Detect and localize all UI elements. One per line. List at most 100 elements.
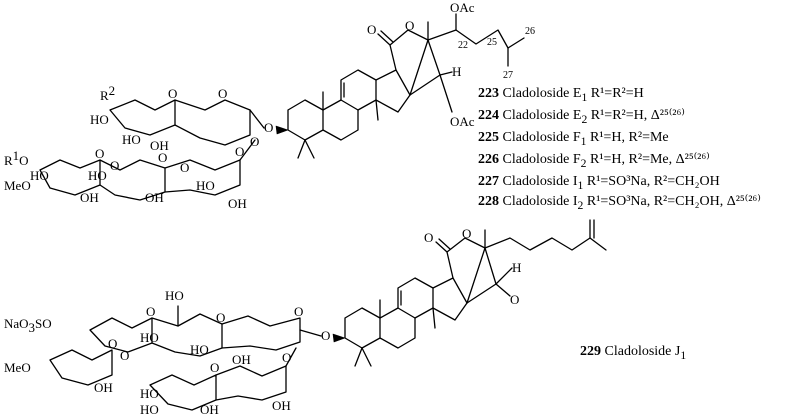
s1-o-glycoside-label: O — [264, 120, 273, 135]
s2-o-b-label: O — [216, 310, 225, 325]
s2-naso-label: NaO3SO — [4, 316, 52, 335]
s2-methyl-18 — [432, 307, 436, 329]
s2-gem-dimethyl-a — [354, 347, 363, 367]
s1-r2-label: R2 — [100, 83, 115, 103]
s1-h-label: H — [452, 64, 461, 79]
s1-sugar-2 — [174, 99, 251, 146]
s2-ring-d — [432, 277, 468, 321]
s2-sugar-6 — [215, 365, 287, 401]
s2-side-chain — [484, 237, 591, 251]
s1-oh4-label: OH — [228, 196, 247, 211]
s1-oac2-label: OAc — [450, 114, 475, 129]
s1-oac2-bond — [439, 74, 453, 113]
structure-2: O O H O O NaO3SO HO HO HO OH O O O MeO O… — [4, 219, 607, 417]
s2-o-keto-label: O — [510, 292, 519, 307]
s1-meo-label: MeO — [4, 178, 31, 193]
s1-o-b-label: O — [218, 86, 227, 101]
s2-sugar-2 — [151, 313, 223, 357]
s2-o-g-label: O — [120, 348, 129, 363]
s2-carbonyl-2 — [438, 238, 451, 250]
s2-terminal-methyl — [589, 237, 607, 251]
s1-gem-dimethyl-a — [297, 139, 306, 159]
compound-225: 225 Cladoloside F1 R¹=H, R²=Me — [478, 130, 669, 148]
s2-h-label: H — [512, 260, 521, 275]
s1-o-ring-label: O — [405, 18, 414, 33]
s1-c26-label: 26 — [525, 26, 535, 37]
compound-224: 224 Cladoloside E2 R¹=R²=H, Δ²⁵⁽²⁶⁾ — [478, 108, 685, 126]
s2-ring-a — [344, 307, 381, 349]
s2-sugar-1 — [89, 317, 153, 353]
s2-o-lactone-label: O — [424, 230, 433, 245]
s1-o-g-label: O — [235, 144, 244, 159]
s2-link-to-aglycone — [299, 329, 322, 337]
s1-o-h-label: O — [250, 134, 259, 149]
s1-lactone-ring — [389, 29, 429, 96]
s2-h-bond — [495, 267, 513, 285]
s1-sugar-4 — [39, 159, 101, 196]
s2-ho3-label: HO — [190, 342, 209, 357]
s2-sugar-3 — [221, 315, 301, 351]
s1-ring-c — [340, 69, 377, 111]
s1-o-d-label: O — [158, 150, 167, 165]
s1-ring-a — [287, 99, 324, 141]
compound-228: 228 Cladoloside I2 R¹=SO³Na, R²=CH₂OH, Δ… — [478, 194, 761, 212]
s2-oh2-label: OH — [94, 380, 113, 395]
s1-ho4-label: HO — [88, 168, 107, 183]
s1-glycoside-wedge — [275, 125, 289, 135]
s1-oh2-label: OH — [80, 190, 99, 205]
s2-o-e-label: O — [210, 360, 219, 375]
s1-h-bond — [439, 71, 453, 76]
s2-ho4-label: HO — [140, 386, 159, 401]
s2-keto — [495, 283, 511, 297]
s1-r1o-label: R1O — [4, 148, 29, 168]
s1-c27-label: 27 — [503, 70, 513, 81]
s1-carbonyl-2 — [380, 30, 394, 43]
s1-ho2-label: HO — [122, 132, 141, 147]
s2-glycoside-wedge — [332, 333, 346, 343]
s1-ho5-label: HO — [196, 178, 215, 193]
s1-ring-b — [322, 99, 359, 141]
s1-oh1-label: OH — [150, 138, 169, 153]
s2-ho2-label: HO — [140, 330, 159, 345]
s1-o-f-label: O — [180, 160, 189, 175]
s2-sugar-5 — [149, 374, 217, 411]
s1-sugar-5 — [99, 159, 166, 201]
structure-1: OAc 22 25 26 27 H OAc O O O R2 HO HO OH … — [4, 0, 535, 211]
compound-223: 223 Cladoloside E1 R¹=R²=H — [478, 86, 644, 104]
s1-oh3-label: OH — [145, 190, 164, 205]
s2-lactone-ring — [446, 237, 486, 304]
s1-chain-2 — [455, 29, 525, 49]
s2-o-glycoside-label: O — [321, 328, 330, 343]
s2-ring-e — [466, 247, 497, 304]
s2-gem-dimethyl-b — [361, 347, 372, 367]
s1-sugar-6 — [164, 159, 241, 196]
s2-o-a-label: O — [146, 304, 155, 319]
compound-227: 227 Cladoloside I1 R¹=SO³Na, R²=CH₂OH — [478, 174, 720, 192]
s1-o-e-label: O — [110, 158, 119, 173]
s1-ring-d — [375, 69, 411, 113]
s2-o-d-label: O — [108, 336, 117, 351]
s1-o-lactone-label: O — [367, 22, 376, 37]
s2-meo-label: MeO — [4, 360, 31, 375]
s1-carbonyl — [377, 33, 391, 46]
compound-229: 229 Cladoloside J1 — [580, 344, 687, 362]
s1-ho3-label: HO — [30, 168, 49, 183]
compound-226: 226 Cladoloside F2 R¹=H, R²=Me, Δ²⁵⁽²⁶⁾ — [478, 152, 710, 170]
s1-c22-label: 22 — [458, 40, 468, 51]
s2-oh4-label: OH — [272, 398, 291, 413]
s1-ho1-label: HO — [90, 112, 109, 127]
s2-link-lower — [285, 347, 297, 367]
s2-ho1-label: HO — [165, 288, 184, 303]
s1-sugar-3 — [249, 109, 265, 129]
s1-gem-dimethyl-b — [304, 139, 315, 159]
s1-c25-label: 25 — [487, 37, 497, 48]
s2-o-f-label: O — [282, 350, 291, 365]
s1-sugar-1 — [109, 99, 176, 136]
s1-link-lower-upper — [239, 139, 256, 161]
s2-ho5-label: HO — [140, 402, 159, 417]
s2-sugar-4 — [49, 349, 113, 386]
s2-ring-b — [379, 307, 416, 349]
s1-methyl-18 — [375, 99, 379, 121]
s2-carbonyl — [435, 241, 448, 253]
